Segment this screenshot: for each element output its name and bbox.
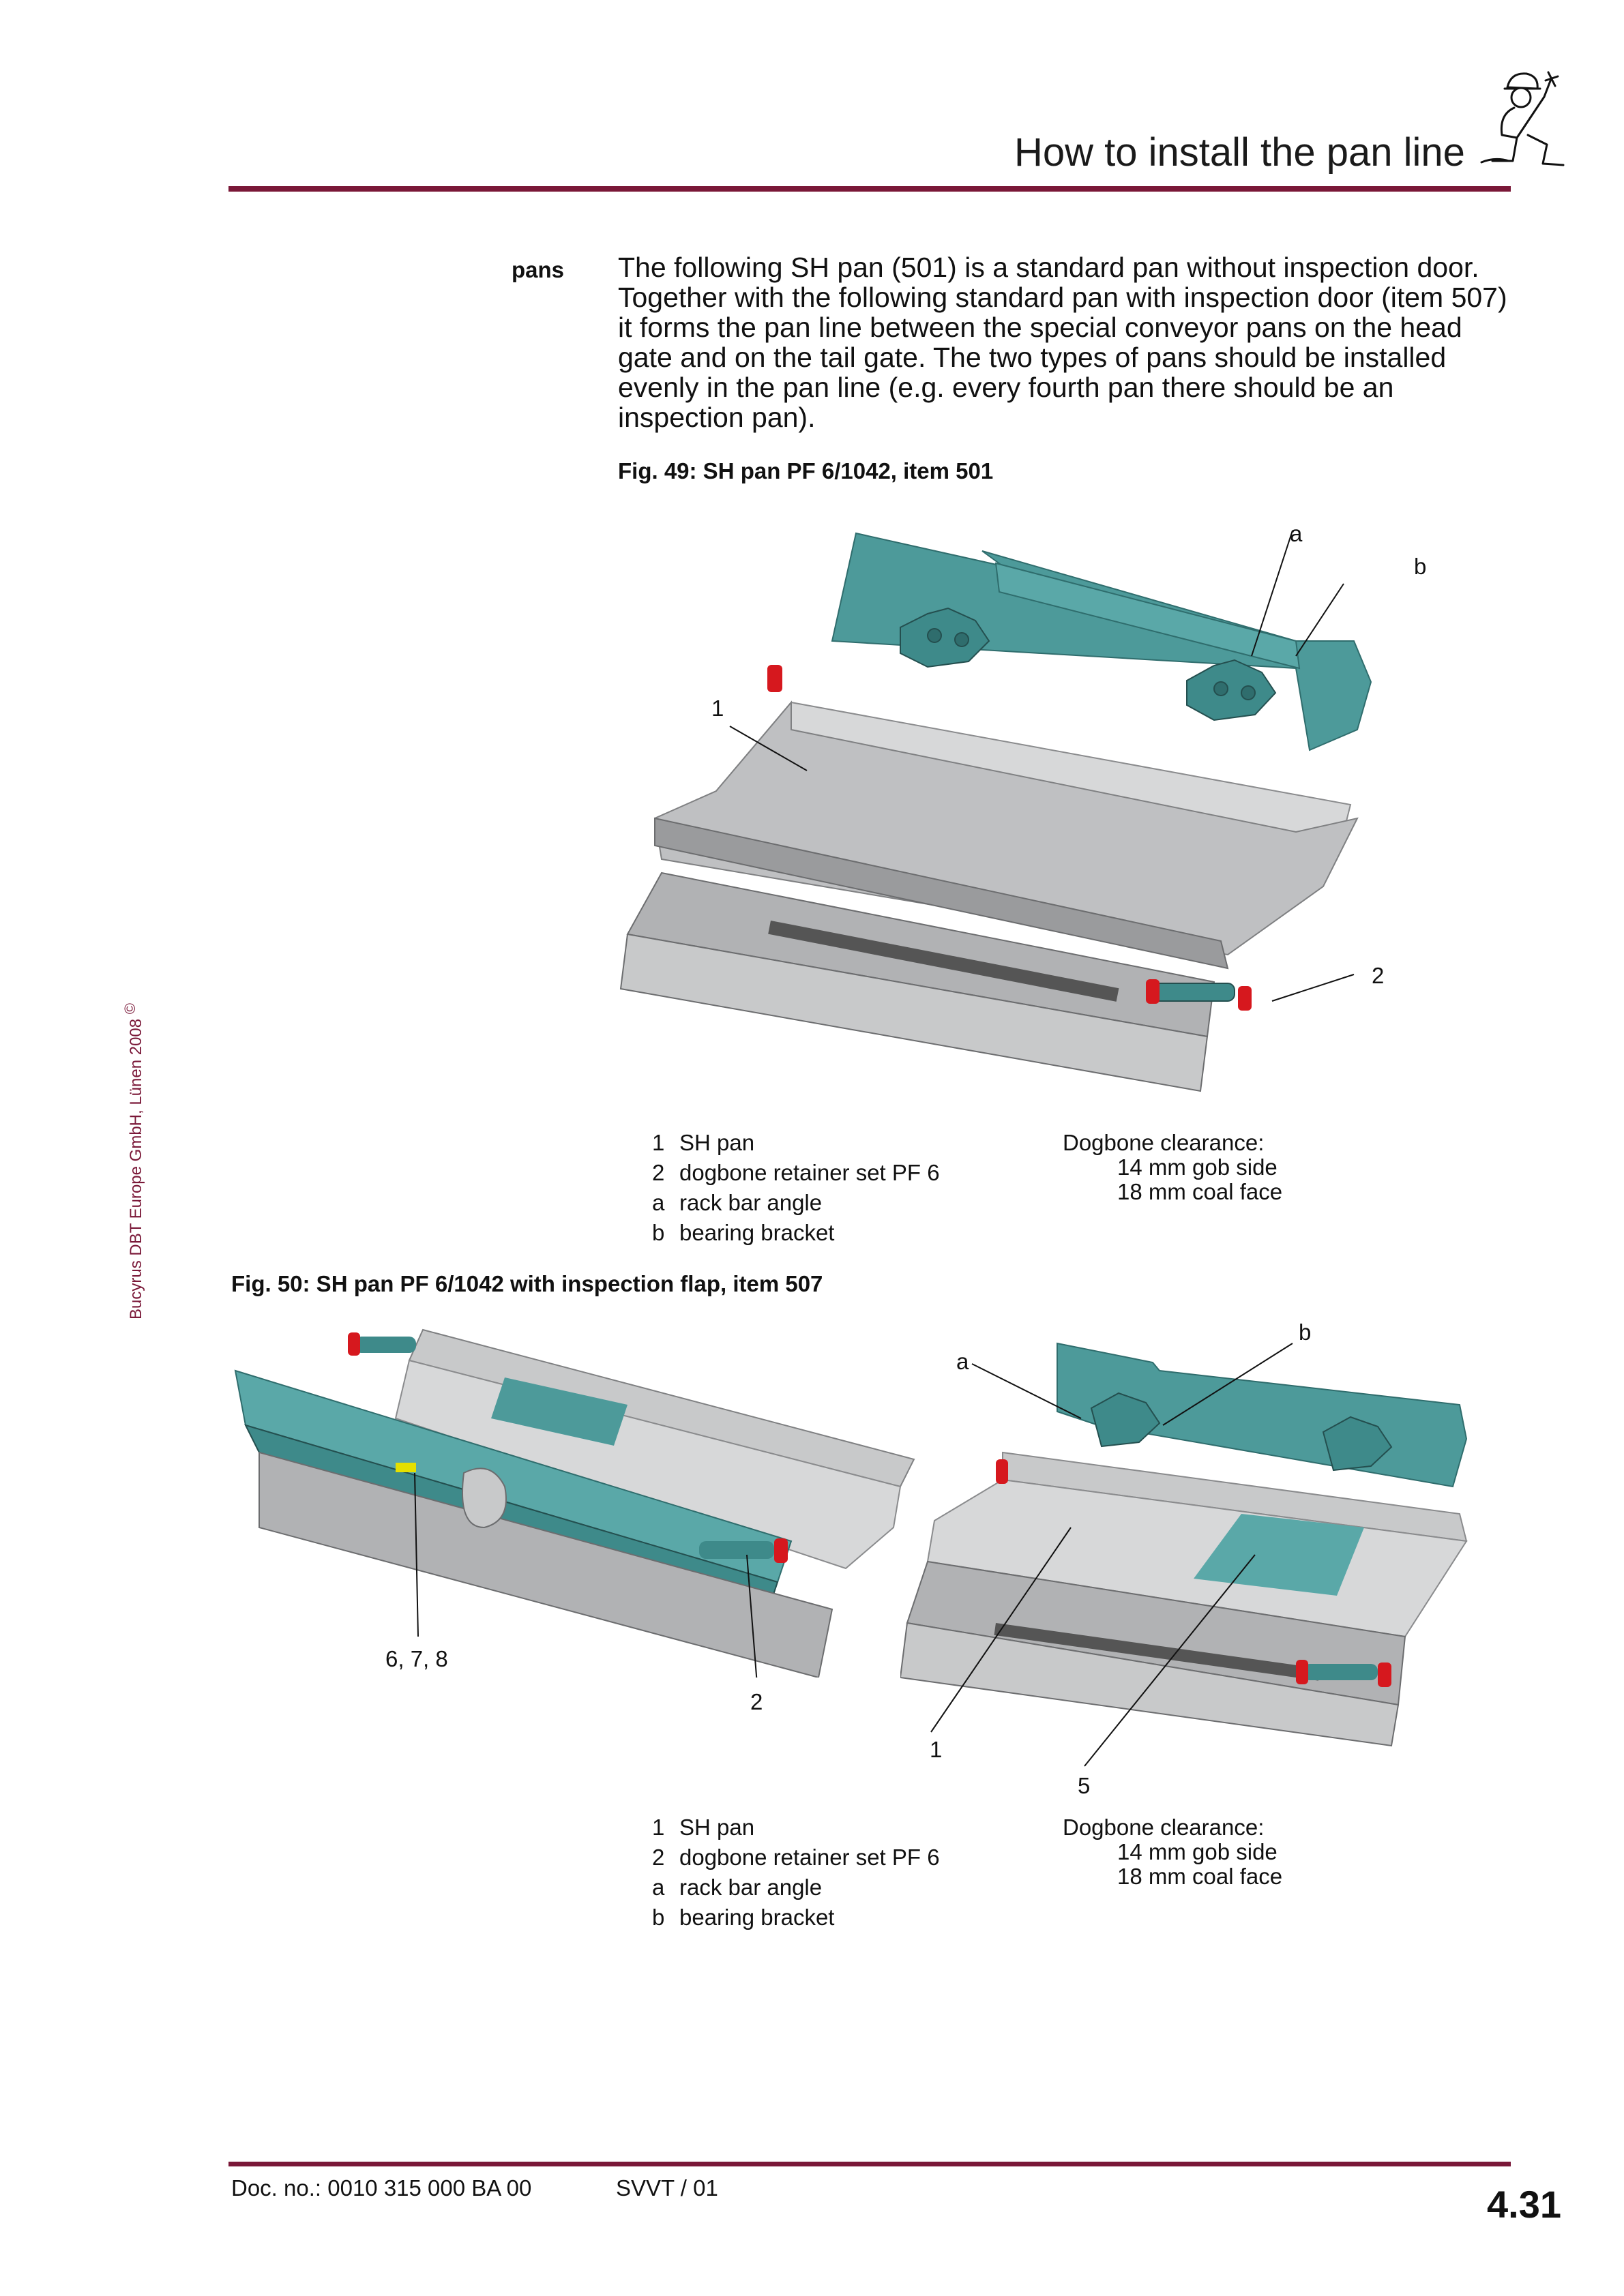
bearing-bracket-1	[1090, 1392, 1161, 1448]
fig50-left-illustration	[234, 1328, 915, 1678]
clearance-gob: 14 mm gob side	[1117, 1839, 1278, 1864]
document-number: Doc. no.: 0010 315 000 BA 00	[231, 2175, 532, 2201]
fig49-illustration	[619, 530, 1372, 1092]
fig49-callout-a: a	[1290, 521, 1303, 546]
dogbone-retainer	[1146, 979, 1252, 1011]
clearance-title: Dogbone clearance:	[1063, 1815, 1265, 1840]
copyright-note: Bucyrus DBT Europe GmbH, Lünen 2008 ©	[121, 1003, 146, 1320]
fig50-callout-a: a	[956, 1349, 969, 1374]
fig50-right-illustration	[900, 1342, 1468, 1767]
clearance-coal: 18 mm coal face	[1117, 1864, 1283, 1889]
copyright-text: Bucyrus DBT Europe GmbH, Lünen 2008	[127, 1018, 145, 1320]
fig50-callout-1: 1	[930, 1737, 943, 1762]
dogbone-retainer-right	[699, 1538, 788, 1563]
fig49-clearance: Dogbone clearance: 14 mm gob side 18 mm …	[1063, 1131, 1282, 1204]
fig50-caption: Fig. 50: SH pan PF 6/1042 with inspectio…	[231, 1271, 823, 1296]
fig50-clearance: Dogbone clearance: 14 mm gob side 18 mm …	[1063, 1815, 1282, 1889]
bearing-bracket-2	[1322, 1416, 1393, 1472]
fig50-callout-2: 2	[750, 1689, 763, 1714]
clearance-coal: 18 mm coal face	[1117, 1179, 1283, 1204]
page-number: 4.31	[1487, 2183, 1561, 2226]
section-label: pans	[512, 257, 565, 282]
fig50-callout-5: 5	[1078, 1773, 1091, 1798]
intro-paragraph: The following SH pan (501) is a standard…	[618, 252, 1507, 433]
fig49-callout-2: 2	[1372, 963, 1385, 988]
dogbone-retainer-left	[348, 1332, 416, 1356]
clearance-gob: 14 mm gob side	[1117, 1154, 1278, 1180]
clearance-title: Dogbone clearance:	[1063, 1130, 1265, 1155]
bearing-bracket-1	[900, 607, 990, 668]
fig50-callout-678: 6, 7, 8	[385, 1646, 448, 1671]
copyright-symbol: ©	[121, 1002, 138, 1015]
bearing-bracket-2	[1186, 659, 1277, 721]
fig49-callout-b: b	[1414, 554, 1427, 579]
dogbone-retainer	[1296, 1660, 1391, 1687]
page-title: How to install the pan line	[1014, 130, 1465, 175]
footer-rule	[228, 2162, 1511, 2166]
fig50-callout-b: b	[1299, 1320, 1312, 1345]
header-rule	[228, 186, 1511, 192]
fig49-caption: Fig. 49: SH pan PF 6/1042, item 501	[618, 458, 994, 483]
worker-icon	[1480, 71, 1565, 166]
revision-code: SVVT / 01	[616, 2175, 718, 2201]
fig49-callout-1: 1	[711, 696, 724, 721]
